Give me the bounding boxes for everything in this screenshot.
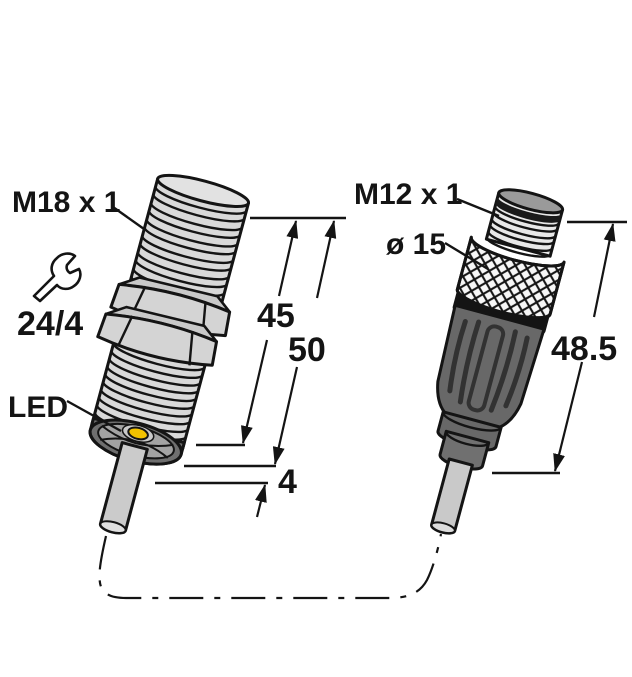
- led-label-leader: [66, 399, 122, 433]
- led-label: LED: [8, 391, 68, 424]
- m12-thread-section: [484, 188, 565, 258]
- dim-50-label: 50: [288, 331, 326, 369]
- dim485-arrow-down: [553, 361, 584, 472]
- m18-thread-label: M18 x 1: [12, 186, 120, 219]
- m12-connector-illustration: [430, 188, 566, 535]
- m18-sensor-illustration: [88, 173, 251, 535]
- led-indicator: [127, 426, 149, 441]
- dim485-arrow-up: [592, 223, 616, 318]
- dim50-arrow-down: [272, 366, 299, 465]
- m12-label-leader: [456, 197, 500, 218]
- dim50-arrow-up: [315, 220, 337, 299]
- m18-label-leader: [112, 206, 145, 230]
- m18-top-cap: [156, 173, 251, 208]
- dim-48-5-label: 48.5: [551, 330, 617, 368]
- dimension-lines: [155, 216, 627, 518]
- wrench-size-label: 24/4: [17, 305, 83, 343]
- dim45-arrow-down: [241, 339, 269, 444]
- diameter-label: ø 15: [386, 228, 446, 261]
- leader-lines: [66, 197, 500, 433]
- dim45-arrow-up: [277, 220, 299, 297]
- m12-grip-body: [436, 303, 546, 430]
- thread-lines: [485, 205, 561, 258]
- m12-thread-label: M12 x 1: [354, 178, 462, 211]
- diameter-label-leader: [444, 241, 489, 271]
- m18-hex-nut: [96, 276, 232, 367]
- m12-top-cap: [497, 188, 565, 215]
- dim-4-label: 4: [278, 463, 297, 501]
- m12-cable: [430, 457, 474, 535]
- cable-centerline: [98, 533, 443, 600]
- wrench-icon: [32, 252, 82, 303]
- dim-45-label: 45: [257, 297, 295, 335]
- dim4-arrow-up: [255, 484, 267, 518]
- m18-cable: [98, 441, 149, 535]
